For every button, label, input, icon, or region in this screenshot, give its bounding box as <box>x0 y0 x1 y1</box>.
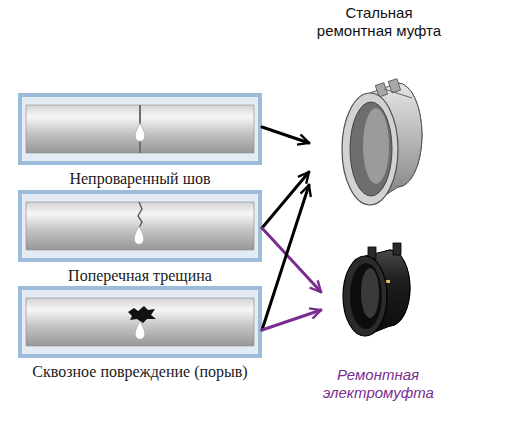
defect-panel: Непроваренный шов <box>18 93 262 189</box>
coupling-inner-wall <box>361 268 379 318</box>
electro-coupling <box>343 243 410 336</box>
defect-caption: Поперечная трещина <box>18 266 262 286</box>
pipe-panel <box>20 288 260 356</box>
coupling-front <box>343 256 387 336</box>
coupling-front <box>342 93 398 205</box>
panel-frame <box>20 95 260 163</box>
crack-line <box>138 202 142 228</box>
arrow-connector <box>262 185 309 330</box>
pipe-panel <box>20 192 260 260</box>
coupling-title: Стальная ремонтная муфта <box>312 4 446 40</box>
coupling-label: Ремонтная электромуфта <box>323 366 433 402</box>
coupling-inner-wall <box>363 108 389 184</box>
panel-frame <box>20 288 260 356</box>
pipe-panel <box>20 95 260 163</box>
electro-coupling-node: Ремонтная электромуфта <box>321 250 435 402</box>
rupture-hole <box>128 306 156 323</box>
steel-coupling <box>342 79 422 205</box>
clamp-bar <box>384 89 412 98</box>
leak-drop <box>135 123 145 141</box>
pipe-body <box>26 202 254 250</box>
coupling-bore <box>350 263 382 329</box>
arrow-connector <box>262 127 309 143</box>
leak-drop <box>134 226 144 244</box>
pipe-body <box>26 298 254 346</box>
steel-coupling-node: Стальная ремонтная муфта <box>309 4 449 210</box>
arrow-connector <box>262 310 321 330</box>
defect-caption: Непроваренный шов <box>18 169 262 189</box>
defect-panel: Сквозное повреждение (порыв) <box>18 286 262 382</box>
arrow-connector <box>262 172 309 228</box>
coupling-bore <box>350 102 392 196</box>
terminal-pin <box>393 243 401 255</box>
defect-caption: Сквозное повреждение (порыв) <box>18 362 262 382</box>
defect-panel: Поперечная трещина <box>18 190 262 286</box>
panel-frame <box>20 192 260 260</box>
leak-drop <box>135 321 145 339</box>
pipe-body <box>26 105 254 153</box>
